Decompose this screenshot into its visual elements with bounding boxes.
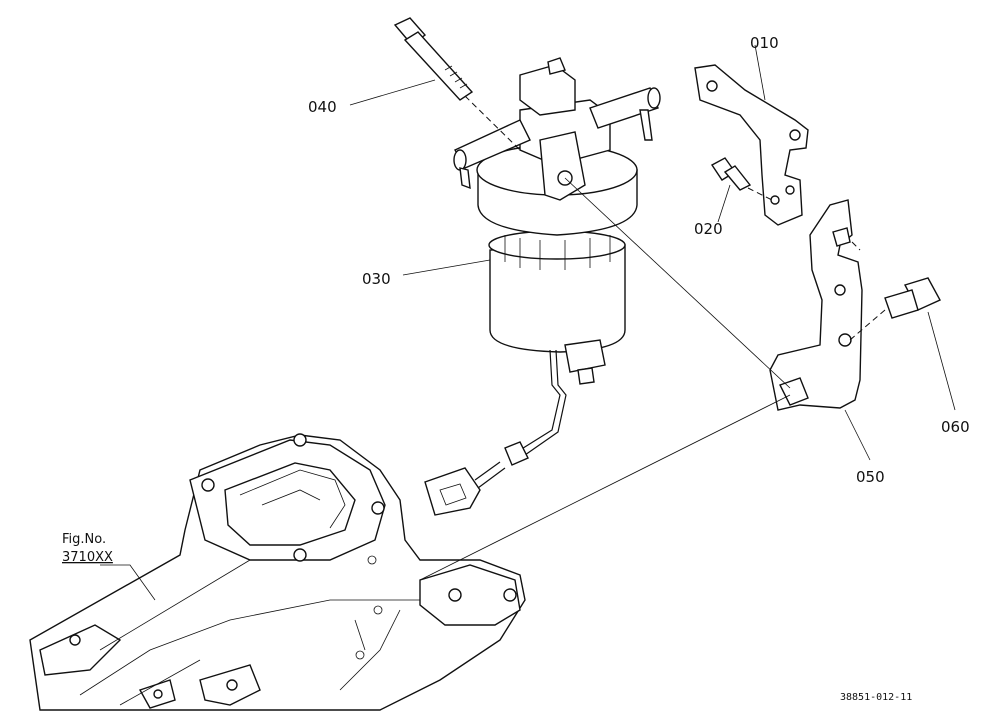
bolt-060 bbox=[849, 277, 941, 341]
reference-label-line1: Fig.No. bbox=[62, 532, 106, 547]
bolt-040 bbox=[393, 17, 521, 151]
assembly-lines bbox=[99, 177, 791, 651]
label-050: 050 bbox=[856, 468, 885, 486]
label-030: 030 bbox=[362, 270, 391, 288]
fuel-filter-assembly bbox=[424, 57, 661, 516]
label-040: 040 bbox=[308, 98, 337, 116]
document-id: 38851-012-11 bbox=[840, 692, 912, 703]
bracket-010 bbox=[694, 64, 809, 226]
reference-label-line2: 3710XX bbox=[62, 550, 113, 565]
bolt-020 bbox=[710, 157, 773, 201]
label-060: 060 bbox=[941, 418, 970, 436]
leader-lines bbox=[100, 44, 956, 601]
label-020: 020 bbox=[694, 220, 723, 238]
bracket-050 bbox=[769, 199, 863, 411]
label-010: 010 bbox=[750, 34, 779, 52]
manifold-casting bbox=[29, 433, 526, 711]
